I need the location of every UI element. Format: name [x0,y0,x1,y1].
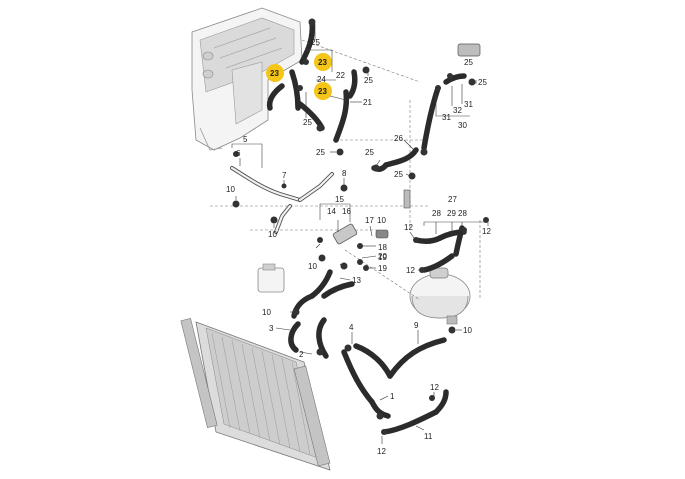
callout-label: 15 [335,195,344,204]
callout-label: 23 [318,87,327,96]
highlight-markers [266,53,332,100]
callout-label: 1 [390,392,395,401]
callout-label: 12 [404,223,413,232]
small-reservoir [257,263,285,293]
callout-label: 10 [308,262,317,271]
callout-label: 18 [378,243,387,252]
callout-label: 12 [377,447,386,456]
callout-label: 25 [365,148,374,157]
callout-label: 12 [482,227,491,236]
callout-label: 10 [463,326,472,335]
callout-label: 2 [299,350,304,359]
callout-label: 22 [336,71,345,80]
callout-label: 20 [378,252,387,261]
callout-label: 14 [327,207,336,216]
engine-block [191,7,303,151]
callout-label: 19 [378,264,387,273]
callout-label: 5 [243,135,248,144]
callout-label: 32 [453,106,462,115]
expansion-tank [409,267,471,325]
highlight-disc [266,64,284,82]
callout-label: 23 [318,58,327,67]
callout-label: 28 [432,209,441,218]
callout-label: 13 [352,276,361,285]
callout-label: 3 [269,324,274,333]
callout-label: 19 [378,253,387,262]
callout-labels: 25 23 22 24 23 23 25 21 25 25 25 25 26 2… [226,38,491,456]
leaders [231,24,489,444]
callout-label: 30 [458,121,467,130]
callout-label: 6 [236,149,241,158]
callout-label: 16 [342,207,351,216]
highlight-disc [314,82,332,100]
callout-label: 10 [262,308,271,317]
callout-label: 10 [268,230,277,239]
callout-label: 31 [442,113,451,122]
callout-label: 10 [377,216,386,225]
callout-label: 12 [406,266,415,275]
callout-label: 28 [458,209,467,218]
callout-label: 10 [226,185,235,194]
callout-label: 12 [430,383,439,392]
callout-label: 21 [363,98,372,107]
hoses [230,19,467,435]
clamps [232,18,489,435]
callout-label: 9 [414,321,419,330]
callout-label: 25 [464,58,473,67]
callout-label: 25 [303,118,312,127]
callout-label: 24 [317,75,326,84]
callout-label: 11 [424,432,433,441]
callout-label: 17 [365,216,374,225]
callout-label: 25 [311,38,320,47]
callout-label: 29 [447,209,456,218]
callout-label: 27 [448,195,457,204]
radiator [180,318,331,471]
callout-label: 25 [394,170,403,179]
callout-label: 25 [478,78,487,87]
callout-label: 8 [342,169,347,178]
callout-label: 26 [394,134,403,143]
callout-label: 31 [464,100,473,109]
highlight-disc [314,53,332,71]
callout-label: 23 [270,69,279,78]
callout-label: 4 [349,323,354,332]
callout-label: 25 [316,148,325,157]
callout-label: 25 [364,76,373,85]
callout-label: 7 [282,171,287,180]
